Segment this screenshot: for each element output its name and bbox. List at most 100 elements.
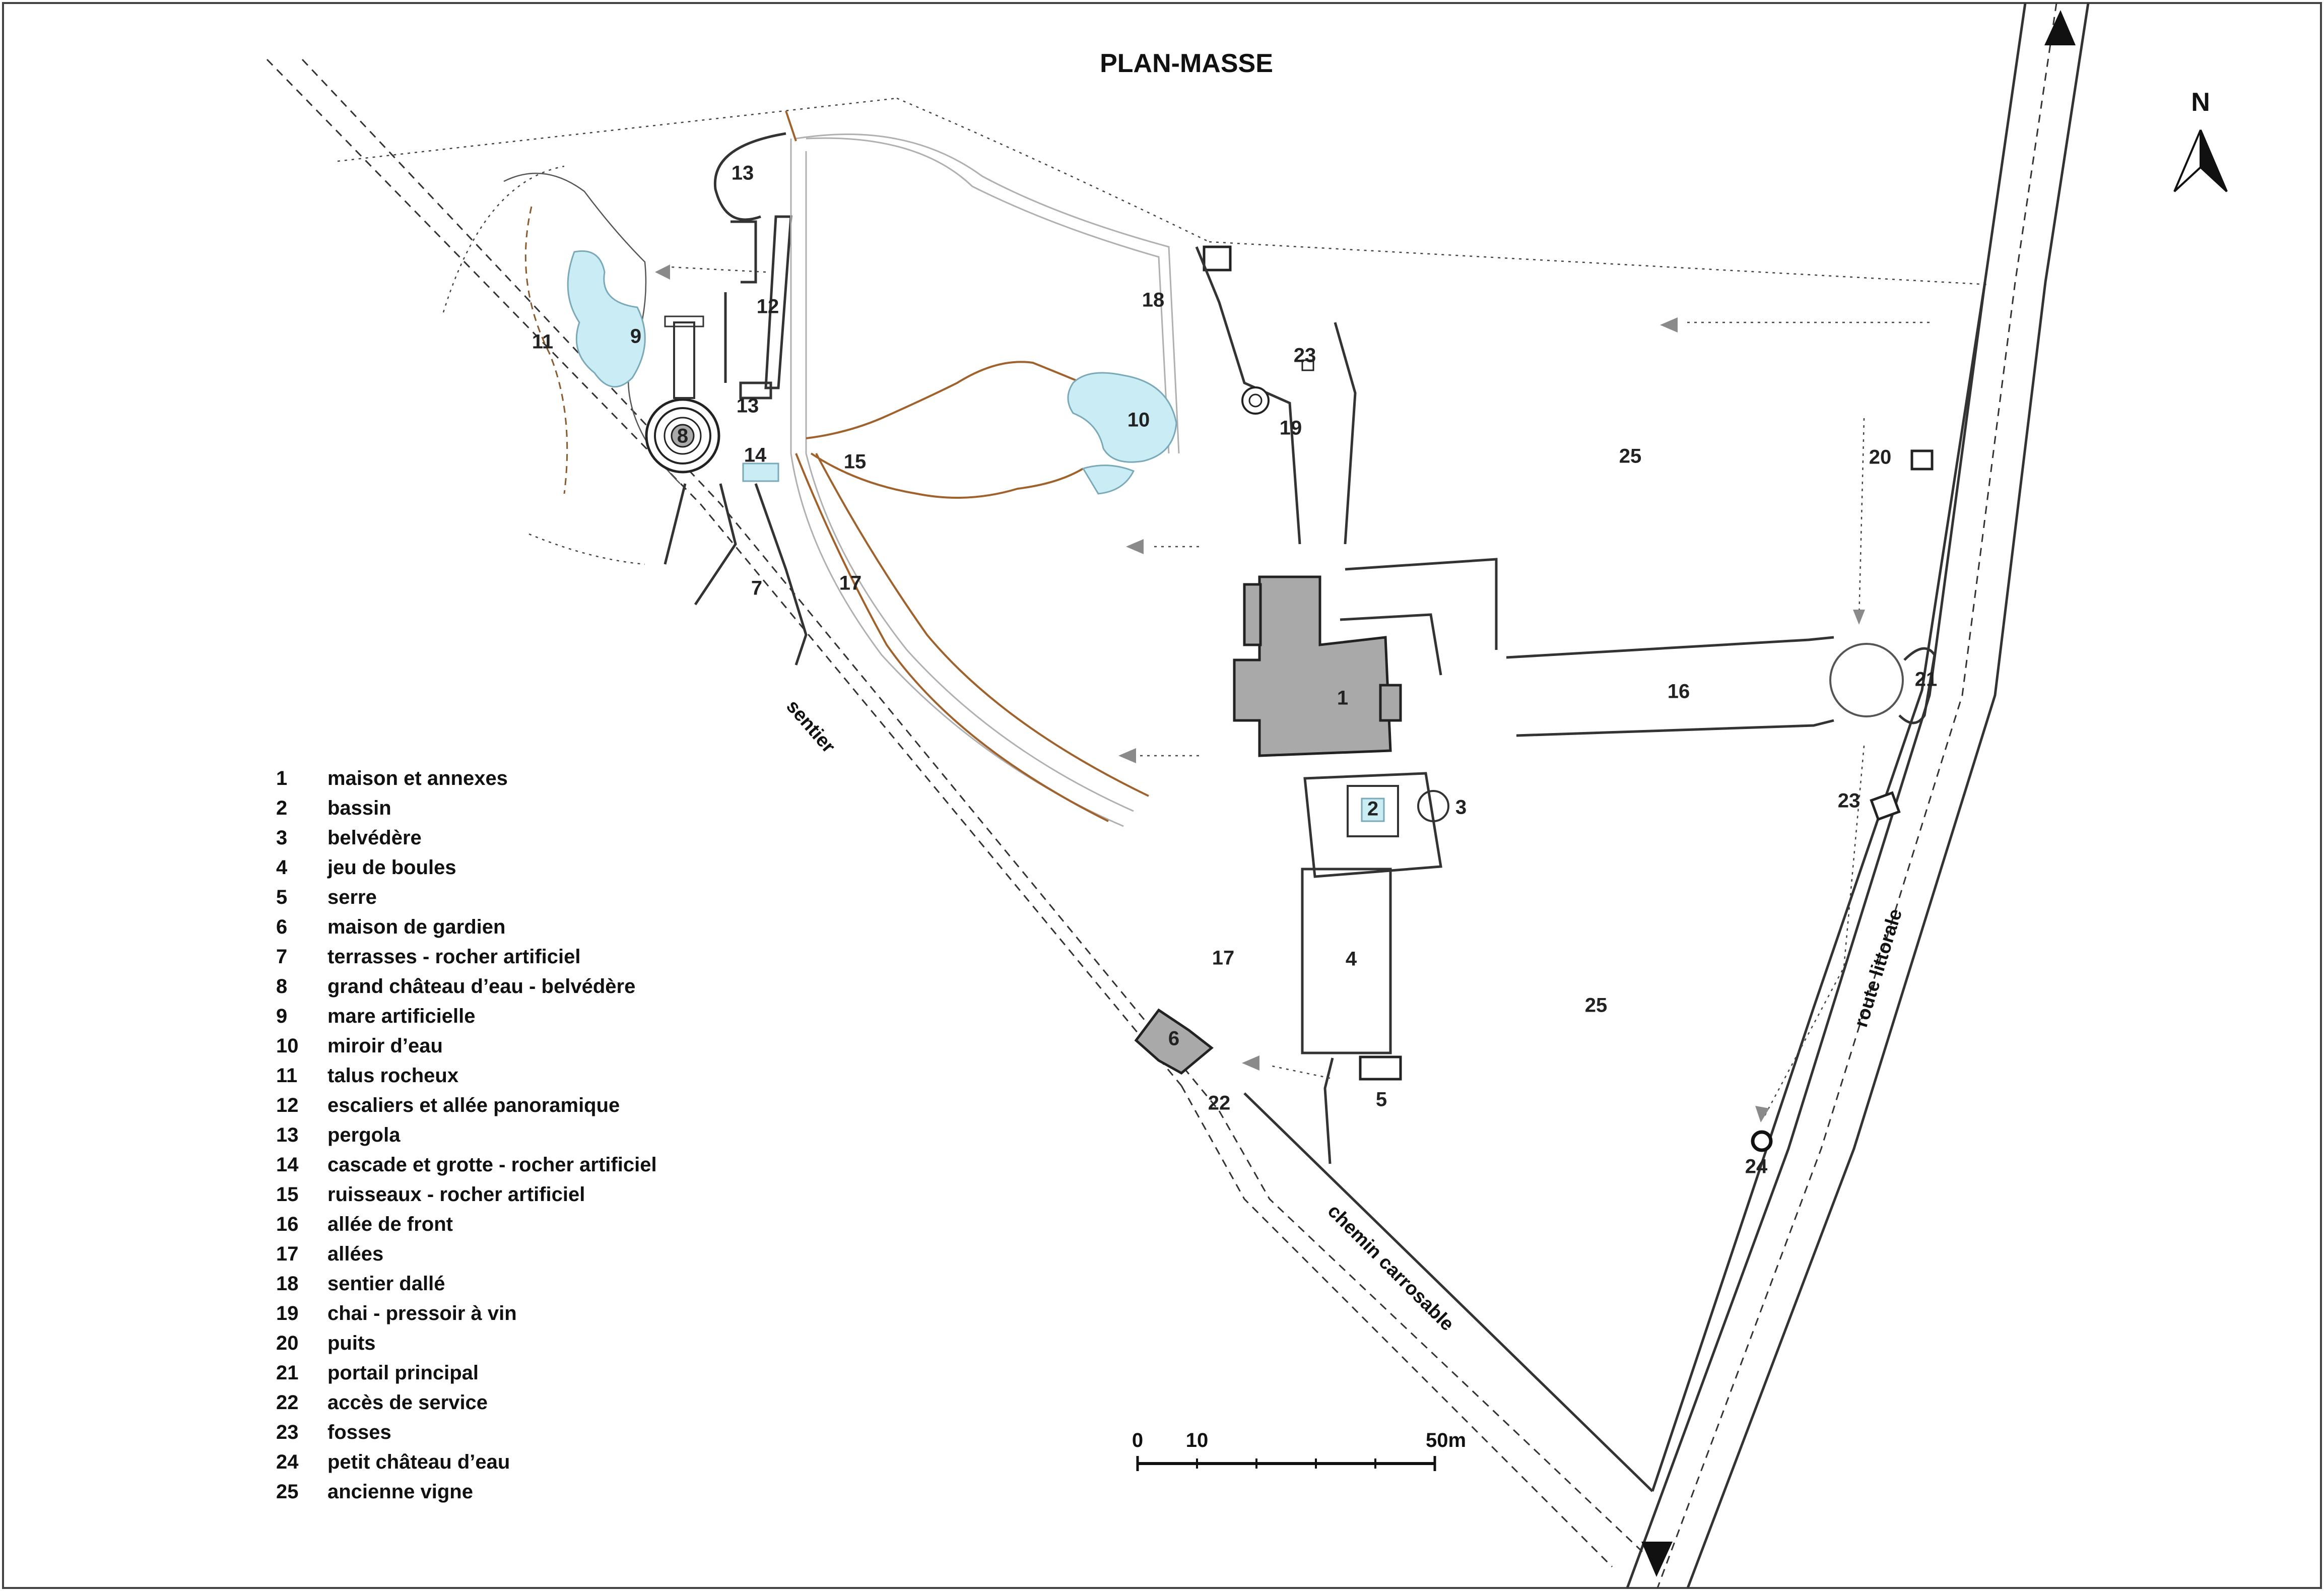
road-label-chemin: chemin carrosable — [1323, 1201, 1458, 1335]
legend-item: 7 terrasses - rocher artificiel — [276, 946, 580, 968]
zone-label: 11 — [532, 331, 553, 353]
svg-text:7: 7 — [276, 946, 287, 968]
zone-label: 7 — [751, 577, 762, 600]
svg-text:5: 5 — [276, 886, 287, 908]
zone-labels: 1 2 3 4 5 6 7 8 9 10 11 12 13 13 14 15 1… — [532, 162, 1937, 1178]
zone-label: 21 — [1915, 669, 1938, 691]
zone-label: 15 — [844, 451, 867, 473]
zone-label: 6 — [1168, 1028, 1179, 1050]
svg-text:cascade et grotte - rocher art: cascade et grotte - rocher artificiel — [327, 1154, 657, 1176]
svg-text:15: 15 — [276, 1183, 299, 1206]
svg-text:11: 11 — [276, 1065, 297, 1087]
circulation-arrows — [655, 264, 1930, 1122]
svg-text:ruisseaux - rocher artificiel: ruisseaux - rocher artificiel — [327, 1183, 585, 1206]
svg-text:ancienne vigne: ancienne vigne — [327, 1481, 473, 1503]
legend-item: 5 serre — [276, 886, 377, 908]
zone-label: 3 — [1455, 797, 1467, 819]
coastal-road — [1626, 3, 2090, 1588]
legend-item: 18 sentier dallé — [276, 1273, 445, 1295]
svg-text:sentier dallé: sentier dallé — [327, 1273, 445, 1295]
north-arrow-icon: N — [2173, 88, 2228, 192]
scale-tick-label: 50m — [1426, 1429, 1466, 1451]
svg-text:serre: serre — [327, 886, 377, 908]
scale-tick-label: 10 — [1186, 1429, 1209, 1451]
zone-label: 4 — [1346, 948, 1357, 970]
zone-label: 9 — [630, 325, 641, 348]
svg-text:allées: allées — [327, 1243, 383, 1265]
svg-text:jeu de boules: jeu de boules — [327, 856, 456, 879]
svg-text:chai - pressoir à vin: chai - pressoir à vin — [327, 1302, 517, 1324]
svg-text:terrasses - rocher artificiel: terrasses - rocher artificiel — [327, 946, 580, 968]
svg-text:maison et annexes: maison et annexes — [327, 767, 508, 789]
maison-et-annexes — [1233, 558, 1498, 757]
map-title: PLAN-MASSE — [1100, 49, 1273, 78]
legend-item: 2 bassin — [276, 797, 391, 819]
ruisseaux — [785, 110, 1149, 822]
svg-text:allée de front: allée de front — [327, 1213, 453, 1235]
zone-label: 10 — [1127, 409, 1150, 431]
north-label: N — [2191, 88, 2210, 117]
miroir-eau — [1067, 372, 1177, 463]
zone-label: 18 — [1142, 289, 1165, 311]
svg-text:24: 24 — [276, 1451, 299, 1473]
chai-pressoir — [1195, 245, 1357, 545]
zone-label: 25 — [1619, 445, 1642, 468]
sentier-path — [266, 58, 1643, 1568]
legend-item: 1 maison et annexes — [276, 767, 508, 789]
zone-label: 23 — [1838, 790, 1861, 812]
svg-text:pergola: pergola — [327, 1124, 401, 1146]
svg-text:1: 1 — [276, 767, 287, 789]
fosse-est — [1870, 791, 1901, 821]
carriage-road — [1243, 282, 1986, 1492]
zone-label: 5 — [1376, 1089, 1387, 1111]
svg-text:25: 25 — [276, 1481, 299, 1503]
zone-label: 24 — [1745, 1156, 1768, 1178]
legend-item: 23 fosses — [276, 1421, 391, 1443]
serre — [1323, 1055, 1402, 1164]
zone-label: 2 — [1367, 798, 1378, 820]
svg-text:belvédère: belvédère — [327, 827, 422, 849]
zone-label: 1 — [1337, 687, 1348, 709]
mare-artificielle — [567, 250, 646, 388]
legend-item: 15 ruisseaux - rocher artificiel — [276, 1183, 585, 1206]
svg-text:miroir d’eau: miroir d’eau — [327, 1035, 443, 1057]
svg-text:23: 23 — [276, 1421, 299, 1443]
svg-text:18: 18 — [276, 1273, 299, 1295]
petit-chateau-eau-icon — [1751, 1130, 1773, 1152]
svg-text:bassin: bassin — [327, 797, 391, 819]
zone-label: 17 — [839, 572, 862, 594]
zone-label: 23 — [1294, 345, 1316, 367]
svg-text:2: 2 — [276, 797, 287, 819]
zone-label: 13 — [732, 162, 754, 184]
scale-bar: 0 10 50m — [1132, 1429, 1466, 1471]
legend-item: 4 jeu de boules — [276, 856, 456, 879]
legend-item: 25 ancienne vigne — [276, 1481, 473, 1503]
zone-label: 8 — [677, 425, 688, 447]
zone-label: 13 — [737, 395, 759, 417]
svg-text:16: 16 — [276, 1213, 299, 1235]
svg-text:fosses: fosses — [327, 1421, 391, 1443]
svg-text:21: 21 — [276, 1362, 299, 1384]
property-boundary — [337, 97, 1990, 286]
zone-label: 14 — [744, 444, 767, 467]
svg-text:4: 4 — [276, 856, 288, 879]
svg-text:22: 22 — [276, 1391, 299, 1414]
svg-text:maison de gardien: maison de gardien — [327, 916, 505, 938]
bassin-forecourt — [1303, 772, 1449, 878]
zone-label: 20 — [1869, 446, 1892, 469]
